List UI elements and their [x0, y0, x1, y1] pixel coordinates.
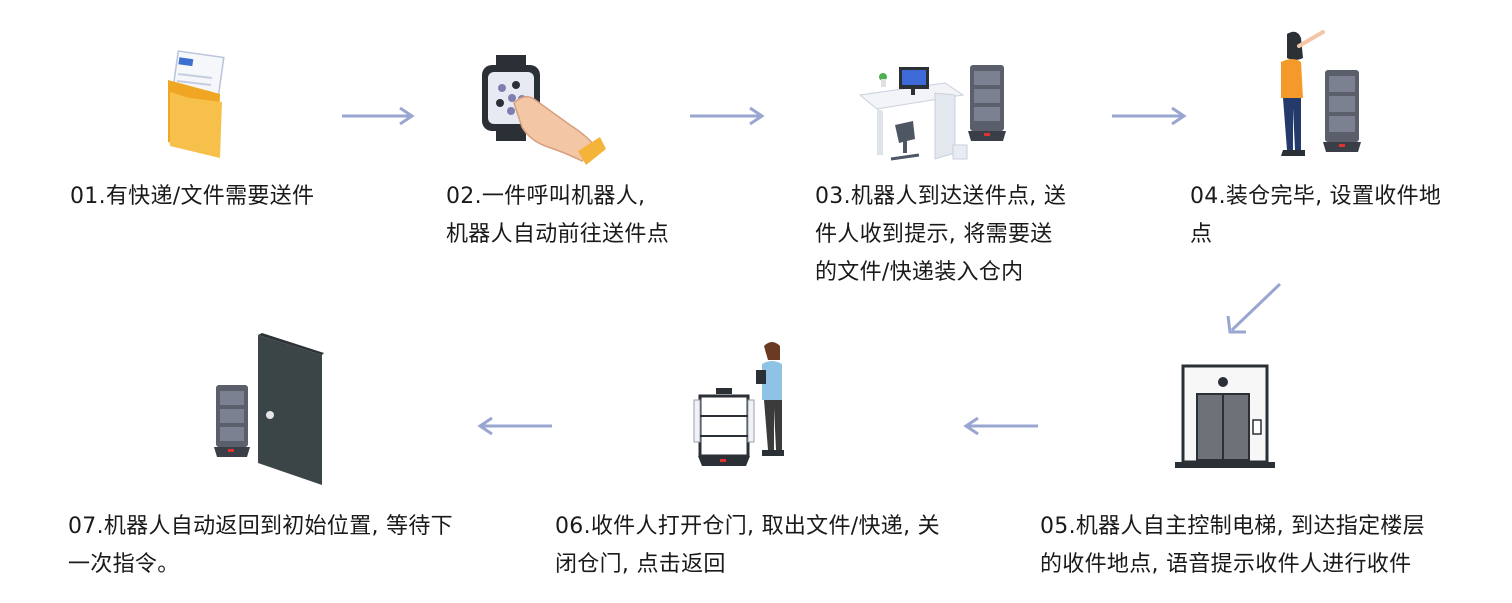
step-04-line-2: 点	[1190, 222, 1213, 247]
step-07-line-1: 07.机器人自动返回到初始位置, 等待下	[68, 514, 453, 539]
person-robot-icon	[1281, 30, 1361, 156]
step-06-line-2: 闭仓门, 点击返回	[555, 552, 726, 577]
office-desk-robot-icon	[858, 65, 1006, 161]
step-05-text: 05.机器人自主控制电梯, 到达指定楼层 的收件地点, 语音提示收件人进行收件	[1040, 508, 1425, 584]
step-02-line-2: 机器人自动前往送件点	[446, 222, 670, 247]
step-05-line-2: 的收件地点, 语音提示收件人进行收件	[1040, 552, 1412, 577]
step-04-text: 04.装仓完毕, 设置收件地 点	[1190, 178, 1441, 254]
arrow-04-05	[1226, 282, 1282, 334]
elevator-icon	[1175, 364, 1275, 468]
step-07-line-2: 一次指令。	[68, 552, 180, 577]
step-02-text: 02.一件呼叫机器人, 机器人自动前往送件点	[446, 178, 669, 254]
step-03-line-2: 件人收到提示, 将需要送	[815, 222, 1053, 247]
step-03-line-1: 03.机器人到达送件点, 送	[815, 184, 1067, 209]
arrow-02-03	[690, 106, 765, 126]
arrow-06-07	[477, 416, 552, 436]
arrow-01-02	[342, 106, 415, 126]
step-05-line-1: 05.机器人自主控制电梯, 到达指定楼层	[1040, 514, 1425, 539]
arrow-05-06	[963, 416, 1038, 436]
smartwatch-touch-icon	[482, 55, 606, 165]
door-robot-icon	[214, 333, 324, 485]
step-01-text: 01.有快递/文件需要送件	[70, 184, 315, 209]
step-03-text: 03.机器人到达送件点, 送 件人收到提示, 将需要送 的文件/快递装入仓内	[815, 178, 1066, 292]
arrow-03-04	[1112, 106, 1187, 126]
step-06-text: 06.收件人打开仓门, 取出文件/快递, 关 闭仓门, 点击返回	[555, 508, 940, 584]
document-folder-icon	[168, 50, 225, 158]
step-06-line-1: 06.收件人打开仓门, 取出文件/快递, 关	[555, 514, 940, 539]
step-02-line-1: 02.一件呼叫机器人,	[446, 184, 646, 209]
step-03-line-3: 的文件/快递装入仓内	[815, 260, 1024, 285]
robot-receiver-icon	[693, 342, 784, 466]
step-07-text: 07.机器人自动返回到初始位置, 等待下 一次指令。	[68, 508, 453, 584]
step-04-line-1: 04.装仓完毕, 设置收件地	[1190, 184, 1442, 209]
